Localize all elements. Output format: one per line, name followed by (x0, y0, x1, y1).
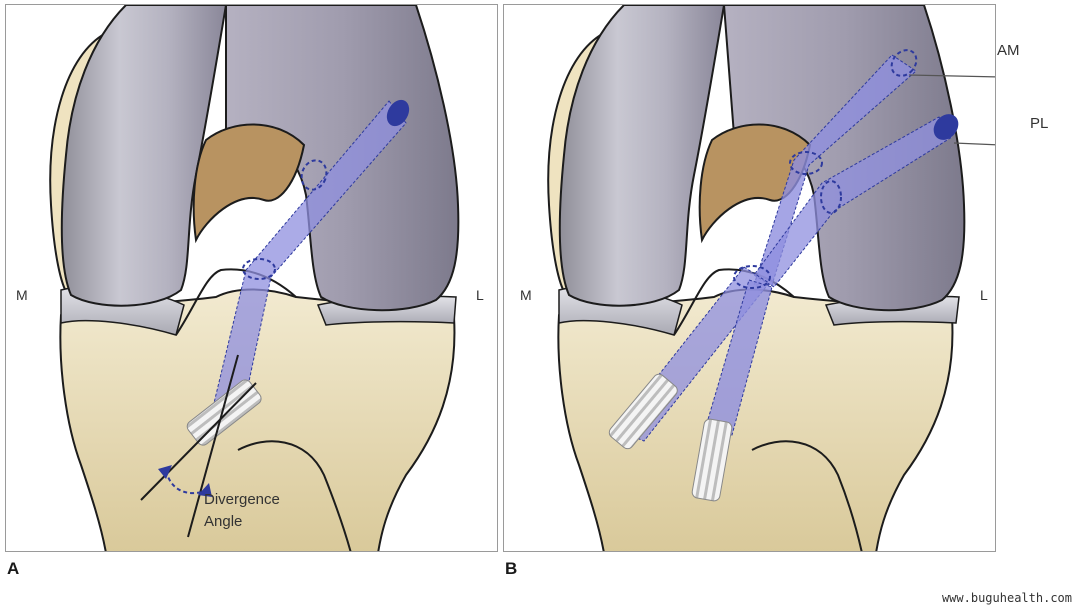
arc-arrow-left (158, 465, 172, 479)
pl-graft-tunnel (753, 116, 953, 288)
lateral-label: L (476, 287, 484, 303)
panel-a: M L Divergence Angle (5, 4, 498, 552)
femoral-tunnel-aperture (386, 99, 410, 127)
medial-label: M (520, 287, 532, 303)
interference-screw-right (691, 418, 733, 502)
divergence-arc (165, 470, 207, 495)
tibia-shape (59, 288, 456, 551)
tibia-shape (557, 288, 954, 551)
panel-b: M L AM PL (503, 4, 996, 552)
watermark: www.buguhealth.com (941, 591, 1072, 605)
tibial-aperture (733, 265, 771, 289)
am-notch-aperture (789, 151, 823, 175)
fibula-curve (751, 440, 863, 551)
tibial-spine (175, 268, 297, 336)
tibial-aperture (242, 258, 276, 280)
divergence-annotation: Divergence Angle (204, 489, 280, 533)
panel-a-letter: A (7, 559, 20, 578)
knee-illustration-b (547, 5, 995, 551)
knee-illustration-a (49, 5, 460, 551)
pl-notch-aperture (820, 180, 842, 214)
medial-femoral-condyle (60, 5, 228, 307)
lateral-label: L (980, 287, 988, 303)
intercondylar-notch (192, 123, 306, 244)
arc-arrow-right (198, 483, 212, 497)
pl-femoral-aperture (933, 114, 959, 140)
annotation-line-1: Divergence (204, 491, 280, 508)
intercondylar-notch (698, 123, 812, 244)
am-leader-line (908, 74, 995, 78)
medial-label: M (16, 287, 28, 303)
divergence-line-1 (187, 354, 239, 538)
medial-femoral-condyle (558, 5, 726, 307)
panel-b-letter: B (505, 559, 518, 578)
am-callout: AM (997, 42, 1020, 59)
graft-tunnel (213, 100, 407, 406)
annotation-line-2: Angle (204, 513, 243, 530)
am-femoral-aperture (890, 49, 918, 77)
pl-callout: PL (1030, 115, 1049, 132)
divergence-line-2 (140, 382, 257, 501)
fibula-curve (237, 440, 352, 551)
interference-screw-left (608, 373, 678, 450)
pl-leader-line (953, 142, 995, 146)
notch-aperture (300, 159, 328, 191)
